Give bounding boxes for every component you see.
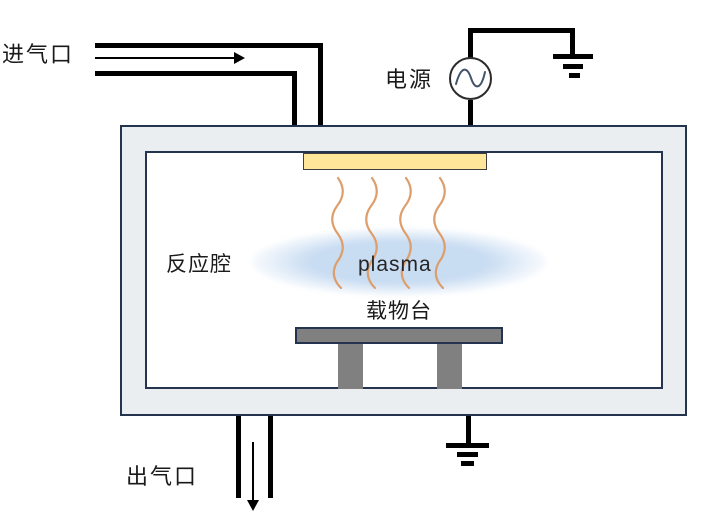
ground-wire-bottom (466, 416, 471, 445)
power-supply-label: 电源 (385, 67, 434, 92)
outlet-pipe-left-line (236, 416, 241, 498)
electrode-plate (303, 153, 487, 170)
stage-label: 载物台 (366, 300, 432, 323)
ground-bar-3 (569, 73, 580, 78)
ground-bar-2 (563, 64, 583, 69)
ground-icon (553, 54, 593, 59)
ground-bar-3 (461, 461, 474, 466)
stage-leg-left (338, 343, 363, 389)
arrow-down-icon (247, 500, 259, 511)
ac-sine-wave (455, 68, 486, 88)
ground-bar-2 (457, 452, 478, 457)
arrow-right-icon (234, 52, 245, 64)
reaction-chamber-label: 反应腔 (166, 253, 232, 276)
inlet-pipe-top-line (95, 43, 323, 48)
power-wire-top-horizontal (468, 28, 575, 33)
heat-wave-icon (331, 176, 446, 290)
ac-source-icon (449, 57, 492, 100)
outlet-flow-arrow-shaft (252, 442, 254, 502)
outlet-pipe-right-line (268, 416, 273, 498)
power-wire-to-ground (570, 28, 575, 56)
plasma-cloud (251, 228, 547, 296)
power-wire-to-source (468, 28, 473, 58)
inlet-flow-arrow-shaft (95, 57, 235, 59)
stage-platform (295, 327, 503, 344)
plasma-label: plasma (358, 253, 432, 276)
gas-inlet-label: 进气口 (2, 42, 75, 67)
gas-outlet-label: 出气口 (126, 464, 199, 489)
inlet-pipe-bottom-line (95, 71, 297, 76)
inlet-pipe-top-line-vertical (318, 43, 323, 125)
power-wire-to-chamber (468, 100, 473, 125)
stage-leg-right (437, 343, 462, 389)
inlet-pipe-bottom-line-vertical (292, 71, 297, 125)
ground-icon (446, 443, 489, 448)
